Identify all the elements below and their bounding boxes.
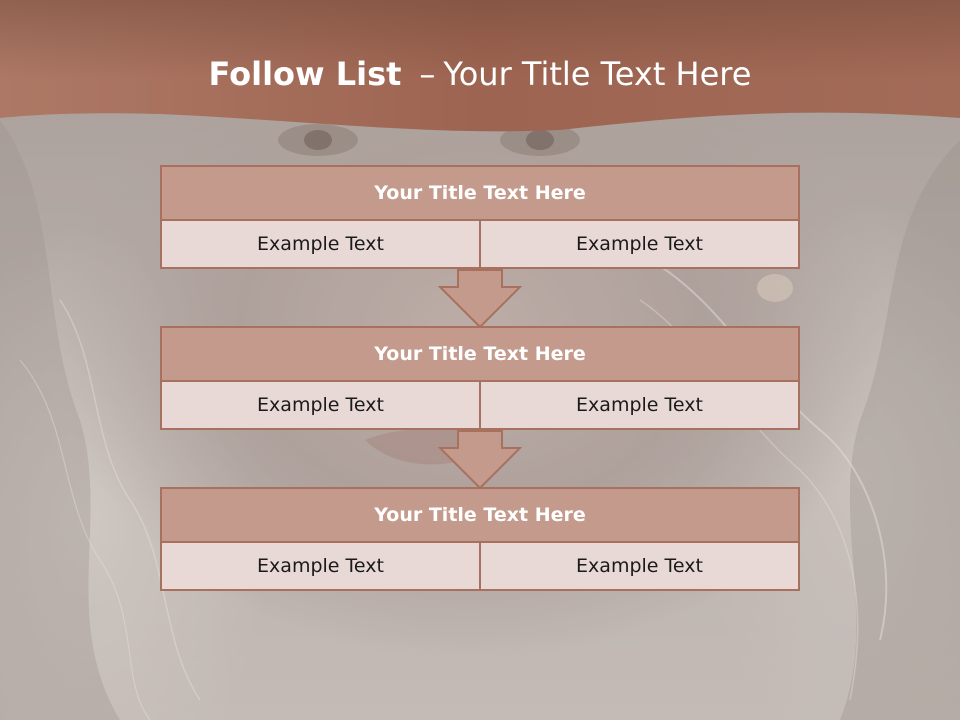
block-row: Example Text Example Text (160, 382, 800, 430)
block-cell-left: Example Text (160, 543, 481, 591)
title-rest: Your Title Text Here (443, 55, 752, 93)
down-arrow-icon (438, 430, 522, 490)
block-row: Example Text Example Text (160, 221, 800, 269)
block-title: Your Title Text Here (160, 326, 800, 382)
block-cell-left: Example Text (160, 221, 481, 269)
block-title: Your Title Text Here (160, 487, 800, 543)
list-block-2: Your Title Text Here Example Text Exampl… (160, 326, 800, 430)
down-arrow-icon (438, 269, 522, 329)
slide-title: Follow List–Your Title Text Here (0, 52, 960, 96)
block-row: Example Text Example Text (160, 543, 800, 591)
list-block-1: Your Title Text Here Example Text Exampl… (160, 165, 800, 269)
block-cell-right: Example Text (481, 221, 800, 269)
header-band (0, 0, 960, 132)
block-cell-right: Example Text (481, 382, 800, 430)
block-cell-left: Example Text (160, 382, 481, 430)
block-cell-right: Example Text (481, 543, 800, 591)
list-block-3: Your Title Text Here Example Text Exampl… (160, 487, 800, 591)
title-bold: Follow List (208, 55, 402, 93)
title-dash: – (419, 55, 436, 93)
block-title: Your Title Text Here (160, 165, 800, 221)
